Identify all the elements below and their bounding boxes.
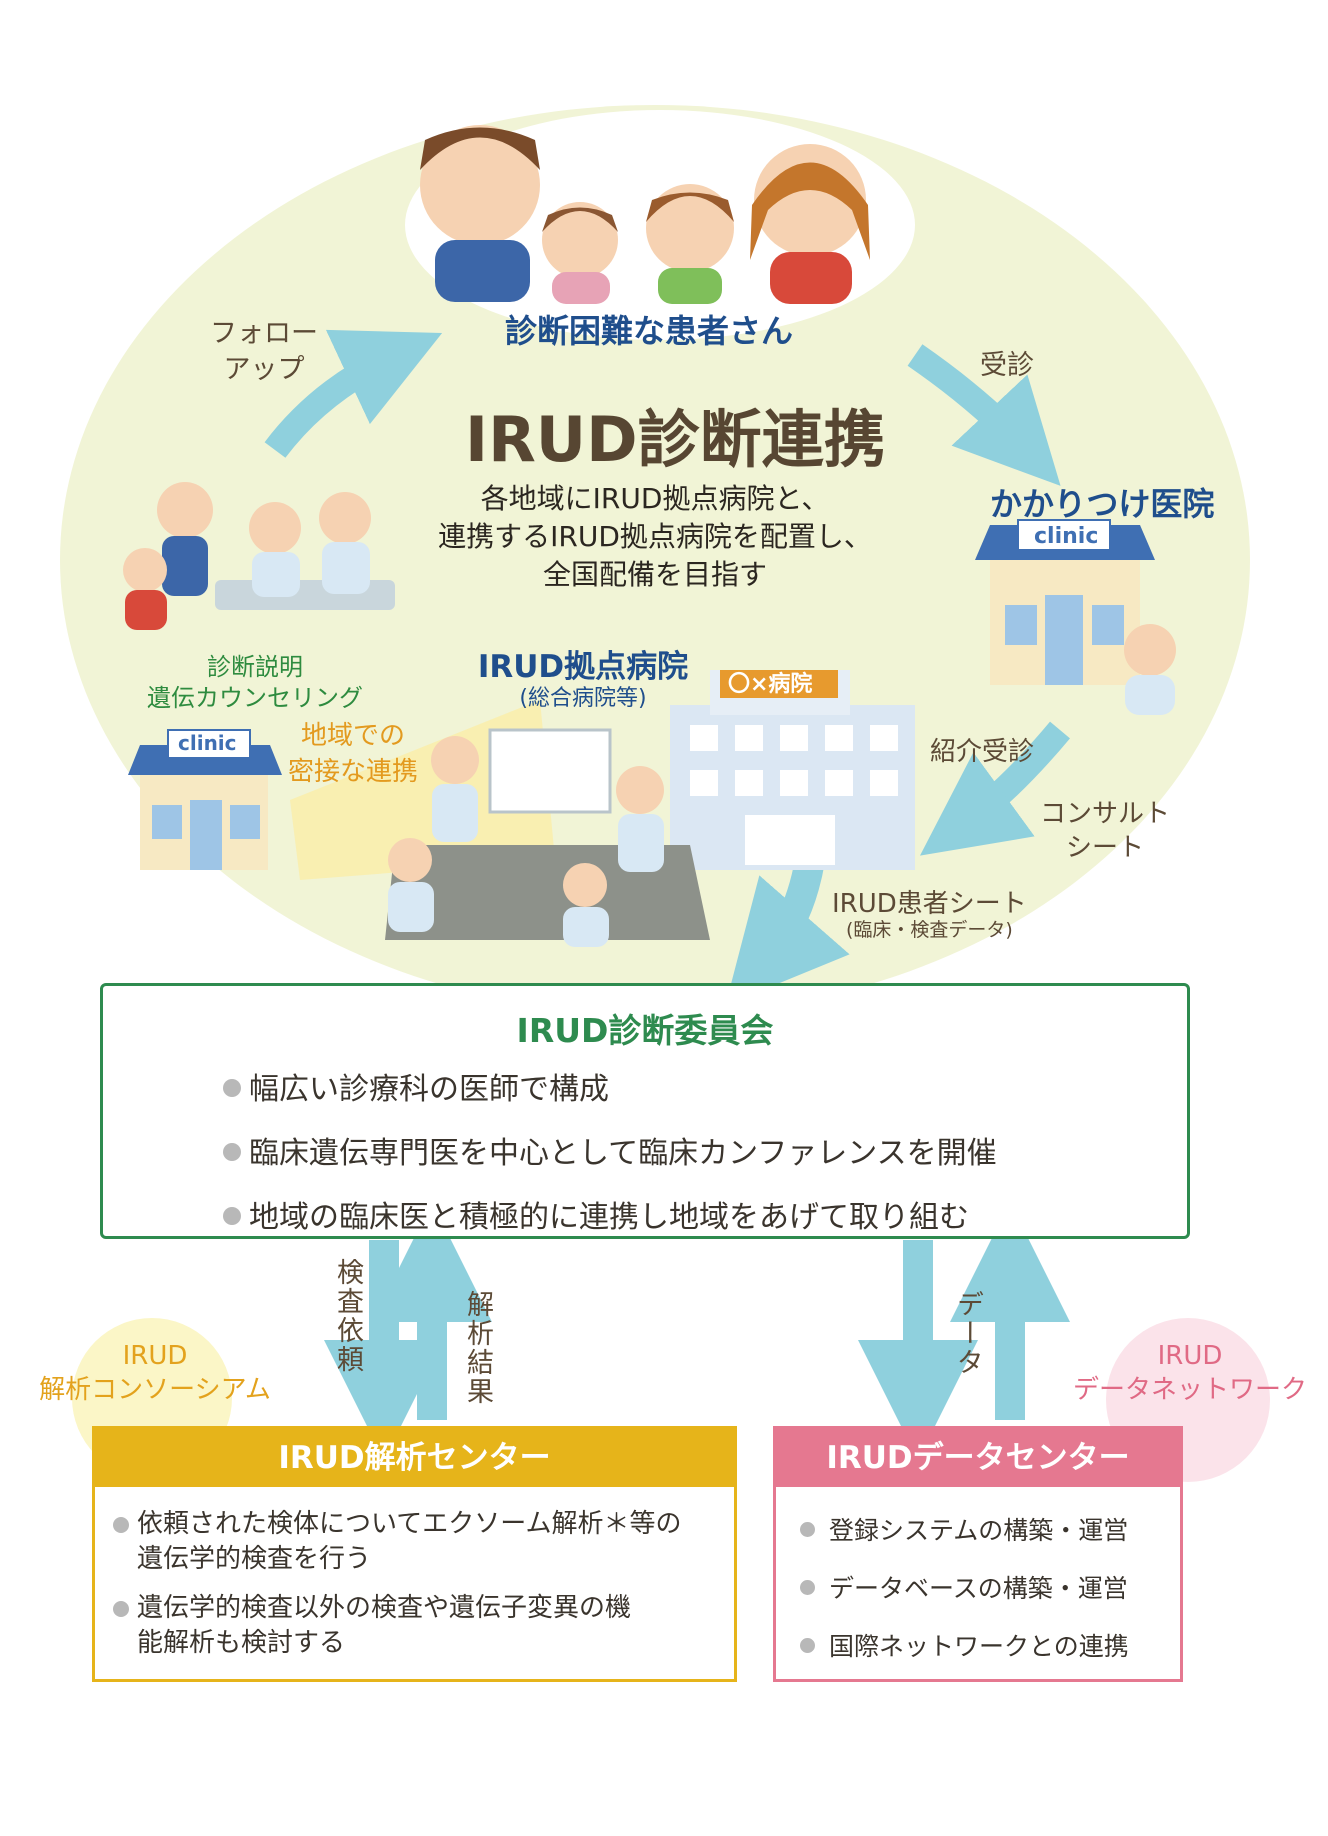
list-item: 国際ネットワークとの連携 [800, 1627, 1129, 1663]
list-item: 依頼された検体についてエクソーム解析＊等の遺伝学的検査を行う [113, 1507, 707, 1577]
list-item: データベースの構築・運営 [800, 1569, 1129, 1605]
main-description: 各地域にIRUD拠点病院と、連携するIRUD拠点病院を配置し、全国配備を目指す [438, 482, 872, 591]
local-collab-label: 地域での密接な連携 [287, 721, 418, 788]
referral-arrow [919, 721, 1070, 856]
family-illustration [420, 125, 870, 304]
conference-illustration [385, 728, 710, 947]
hospital-sign: 〇×病院 [728, 672, 813, 697]
explanation-label: 診断説明遺伝カウンセリング [147, 653, 363, 713]
bullet-icon [800, 1580, 815, 1595]
data-center-list: 登録システムの構築・運営 データベースの構築・運営 国際ネットワークとの連携 [800, 1511, 1129, 1685]
bullet-icon [800, 1522, 815, 1537]
patients-label: 診断困難な患者さん [505, 312, 794, 350]
base-hospital-label: IRUD拠点病院 (総合病院等) [477, 649, 689, 711]
analysis-center-box: IRUD解析センター 依頼された検体についてエクソーム解析＊等の遺伝学的検査を行… [92, 1426, 737, 1682]
local-clinic-sign: clinic [178, 731, 237, 755]
patient-sheet-arrow [725, 857, 850, 1006]
committee-title: IRUD診断委員会 [516, 1011, 774, 1050]
main-title: IRUD診断連携 [465, 403, 886, 476]
follow-up-arrow [264, 329, 443, 458]
list-item: 臨床遺伝専門医を中心として臨床カンファレンスを開催 [223, 1128, 997, 1172]
follow-up-label: フォローアップ [210, 318, 318, 386]
bullet-icon [800, 1638, 815, 1653]
bullet-icon [113, 1601, 129, 1618]
test-request-label: 検査依頼 [332, 1258, 363, 1374]
analysis-center-title: IRUD解析センター [95, 1429, 734, 1487]
referral-label: 紹介受診 [930, 737, 1035, 767]
counselling-illustration [123, 482, 395, 630]
family-clinic-sign: clinic [1034, 524, 1099, 549]
list-item: 登録システムの構築・運営 [800, 1511, 1129, 1547]
diagnosis-committee-box: IRUD診断委員会 幅広い診療科の医師で構成 臨床遺伝専門医を中心として臨床カン… [100, 983, 1190, 1239]
data-center-title: IRUDデータセンター [776, 1429, 1180, 1487]
analysis-center-list: 依頼された検体についてエクソーム解析＊等の遺伝学的検査を行う 遺伝学的検査以外の… [113, 1507, 707, 1675]
data-label: データ [952, 1290, 983, 1377]
bullet-icon [223, 1143, 241, 1161]
consult-label: コンサルトシート [1039, 799, 1170, 863]
bullet-icon [223, 1207, 241, 1225]
committee-list: 幅広い診療科の医師で構成 臨床遺伝専門医を中心として臨床カンファレンスを開催 地… [223, 1064, 997, 1256]
list-item: 幅広い診療科の医師で構成 [223, 1064, 997, 1108]
visit-arrow [907, 344, 1061, 486]
list-item: 地域の臨床医と積極的に連携し地域をあげて取り組む [223, 1192, 997, 1236]
list-item: 遺伝学的検査以外の検査や遺伝子変異の機能解析も検討する [113, 1591, 707, 1661]
visit-label: 受診 [980, 350, 1034, 381]
family-clinic-label: かかりつけ医院 [990, 485, 1215, 523]
data-center-box: IRUDデータセンター 登録システムの構築・運営 データベースの構築・運営 国際… [773, 1426, 1183, 1682]
patient-sheet-label: IRUD患者シート (臨床・検査データ) [832, 889, 1027, 941]
bullet-icon [223, 1079, 241, 1097]
bullet-icon [113, 1517, 129, 1533]
hospital-building [670, 670, 915, 870]
family-clinic-building [975, 519, 1176, 715]
analysis-result-label: 解析結果 [462, 1290, 493, 1406]
